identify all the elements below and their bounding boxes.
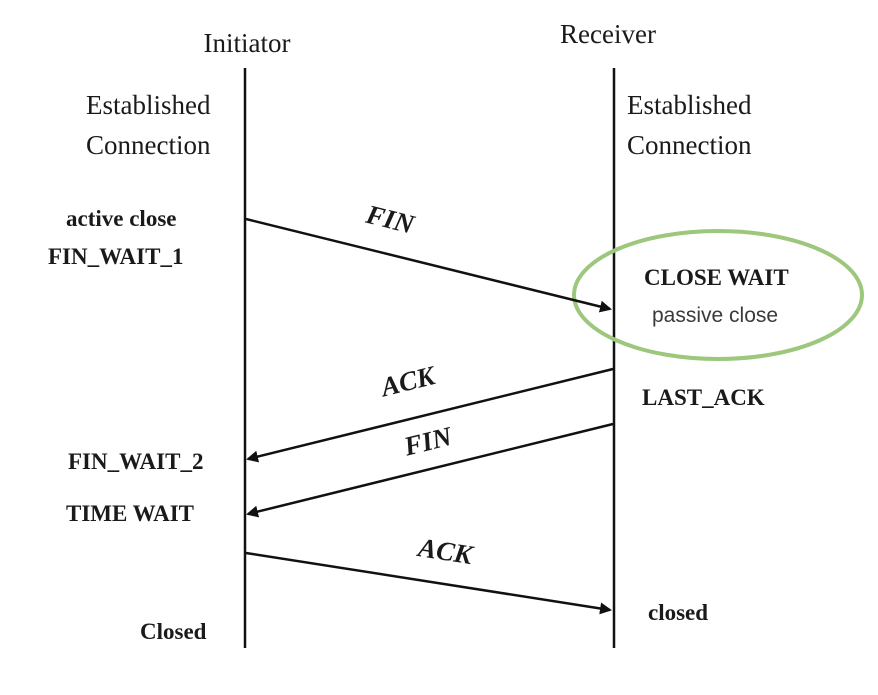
initiator-established-line2: Connection bbox=[86, 130, 211, 160]
receiver-last-ack: LAST_ACK bbox=[642, 385, 765, 410]
fin-label-2: FIN bbox=[400, 421, 456, 462]
initiator-active-close: active close bbox=[66, 206, 176, 231]
initiator-header: Initiator bbox=[204, 28, 291, 58]
receiver-header: Receiver bbox=[560, 19, 656, 49]
ack-arrow-1 bbox=[246, 367, 614, 463]
receiver-closed: closed bbox=[648, 600, 708, 625]
receiver-passive-close: passive close bbox=[652, 304, 778, 327]
receiver-established-line2: Connection bbox=[627, 130, 752, 160]
initiator-established-line1: Established bbox=[86, 90, 211, 120]
initiator-fin-wait-2: FIN_WAIT_2 bbox=[68, 449, 203, 474]
ack-arrow-2 bbox=[245, 551, 612, 615]
initiator-closed: Closed bbox=[140, 619, 207, 644]
fin-arrow-2 bbox=[246, 422, 614, 518]
close-wait-highlight-ellipse bbox=[572, 229, 864, 361]
fin-arrow-1 bbox=[245, 217, 612, 313]
fin-label-1: FIN bbox=[362, 199, 418, 240]
ack-label-2: ACK bbox=[414, 532, 476, 571]
receiver-established-line1: Established bbox=[627, 90, 752, 120]
initiator-fin-wait-1: FIN_WAIT_1 bbox=[48, 244, 183, 269]
initiator-time-wait: TIME WAIT bbox=[66, 501, 194, 526]
receiver-close-wait: CLOSE WAIT bbox=[644, 265, 789, 290]
ack-label-1: ACK bbox=[376, 360, 440, 403]
